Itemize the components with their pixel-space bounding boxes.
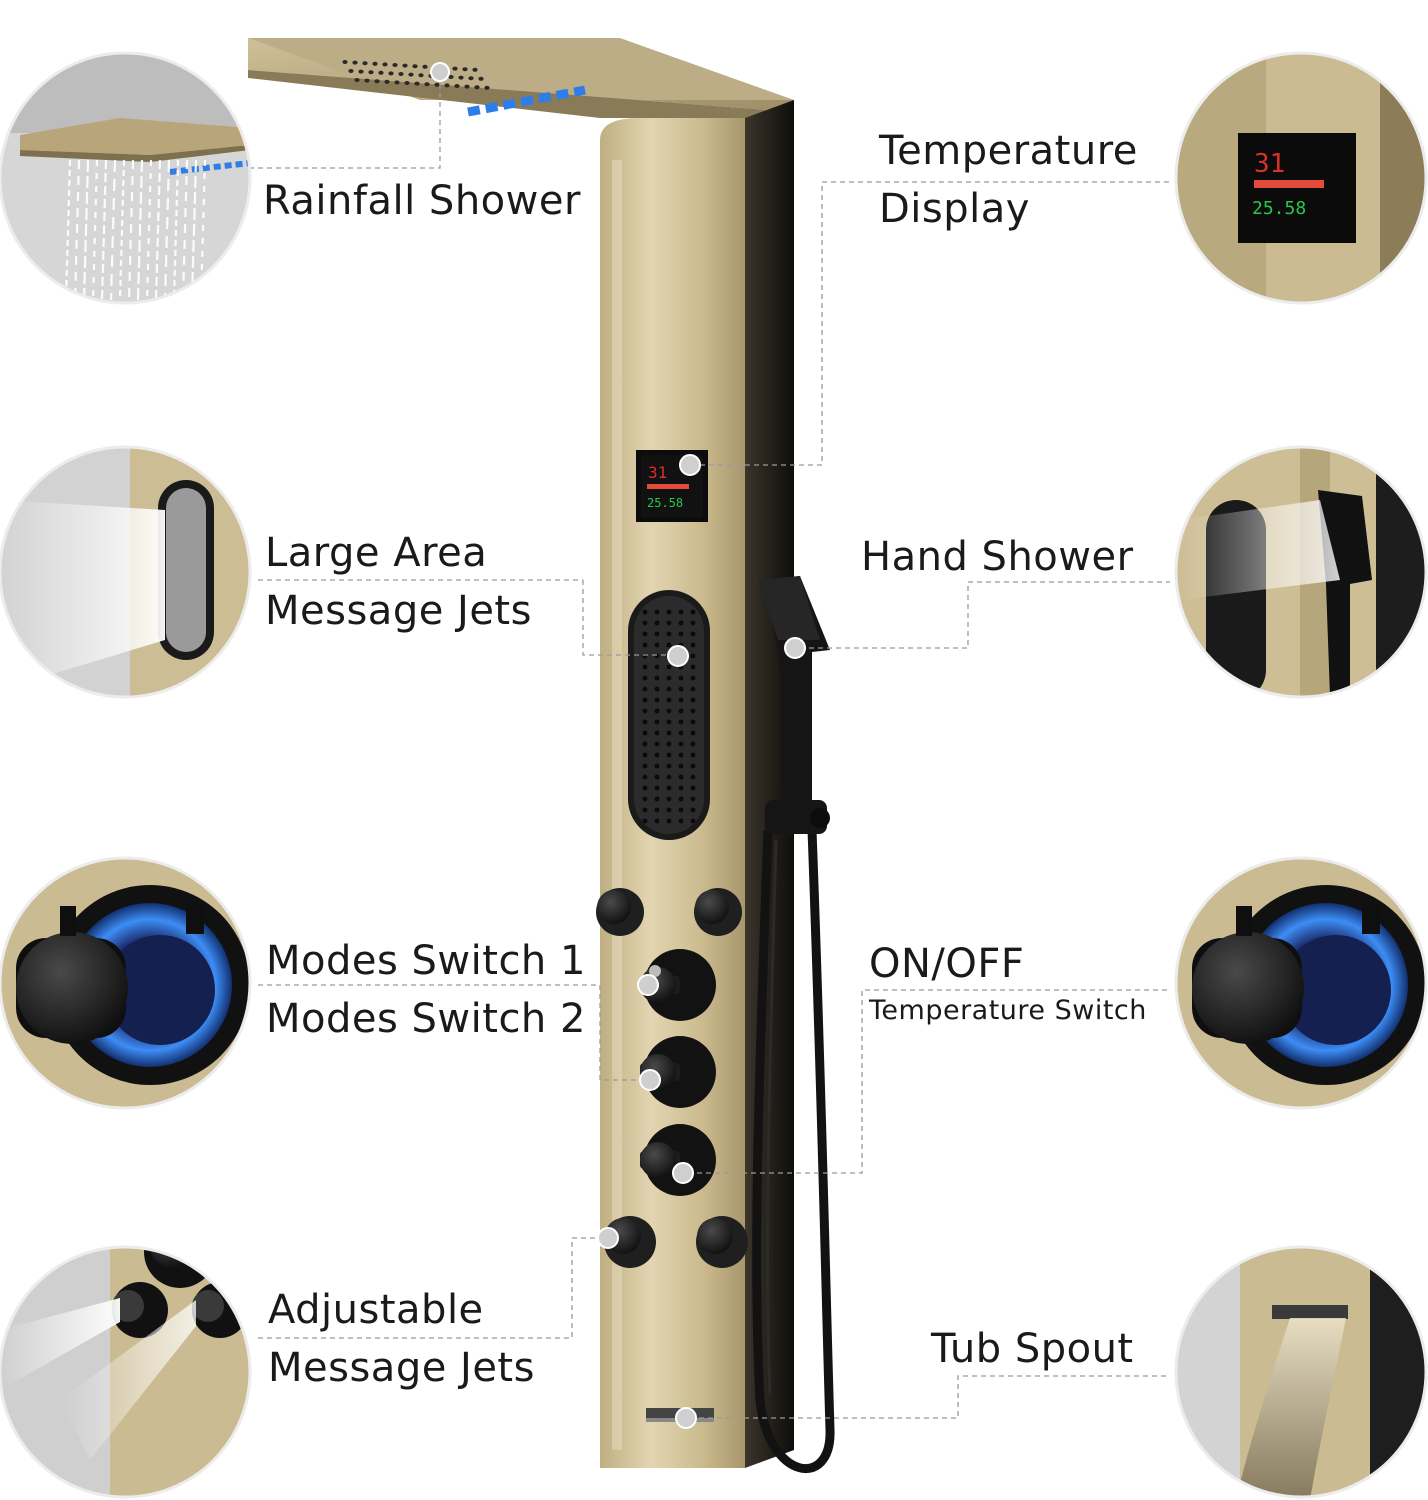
mode-knob-photo — [0, 858, 250, 1108]
hand-shower-photo — [1176, 447, 1426, 697]
label-tub-spout: Tub Spout — [931, 1326, 1134, 1372]
label-temperature-display: Temperature Display — [879, 128, 1138, 232]
svg-text:31: 31 — [1254, 149, 1285, 179]
label-hand-shower: Hand Shower — [861, 534, 1134, 580]
display-temp-value: 31 — [648, 463, 667, 482]
led-strip — [467, 85, 586, 117]
body-jet-knob-top-right — [694, 888, 742, 936]
temperature-knob-photo — [1176, 858, 1426, 1108]
adjustable-jet-photo — [0, 1247, 250, 1497]
large-area-jets — [628, 590, 710, 840]
hand-shower — [752, 576, 835, 1473]
display-flow-value: 25.58 — [647, 496, 683, 510]
label-on-off-temperature-switch: ON/OFF Temperature Switch — [869, 941, 1147, 1026]
shower-panel: 31 25.58 — [248, 38, 794, 1468]
rainfall-shower-photo — [0, 53, 250, 303]
label-rainfall-shower: Rainfall Shower — [263, 178, 581, 224]
temperature-switch-knob — [640, 1124, 716, 1196]
svg-text:25.58: 25.58 — [1252, 198, 1306, 219]
label-adjustable-jets: Adjustable Message Jets — [268, 1287, 535, 1391]
leader-dots — [430, 62, 806, 1429]
label-modes-switch: Modes Switch 1 Modes Switch 2 — [266, 938, 586, 1042]
leader-lines — [240, 70, 1170, 1419]
body-jet-knob-top-left — [596, 888, 644, 936]
jet-spray-photo — [0, 447, 250, 697]
label-large-area-jets: Large Area Message Jets — [265, 530, 532, 634]
body-jet-knob-bottom-right — [696, 1216, 748, 1268]
